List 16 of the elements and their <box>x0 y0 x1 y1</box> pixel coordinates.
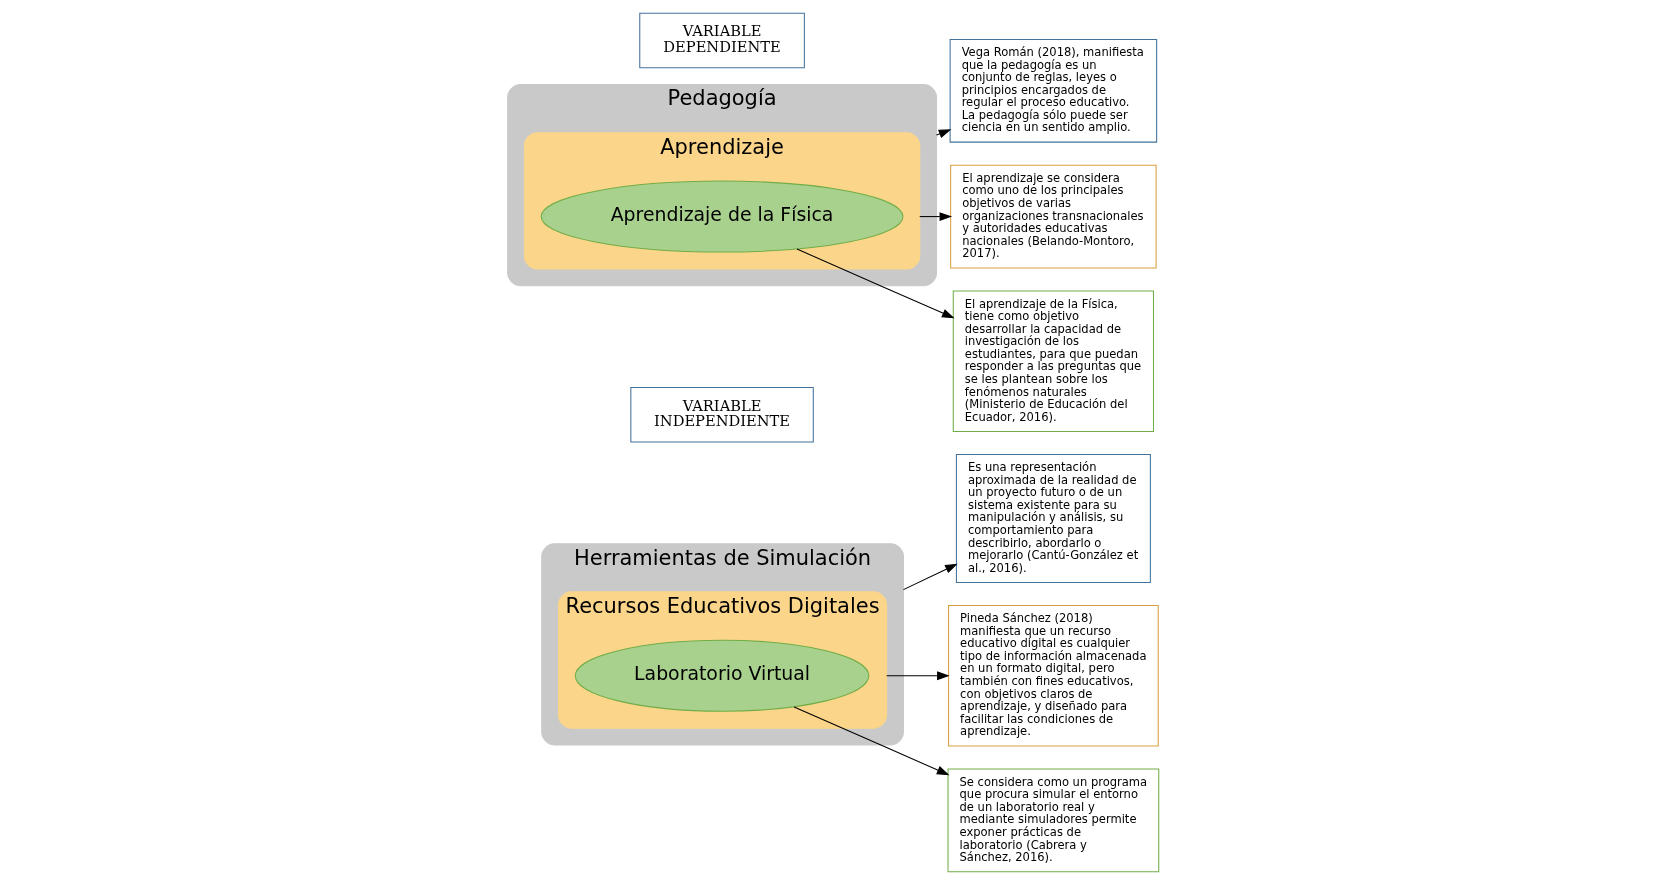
node-box: El aprendizaje de la Física, tiene como objetivo desarrollar la capacidad de investigación de los estudiantes, para que puedan responder a las preguntas que se les plantean sobre los fenómenos naturales (Ministerio de Educación del Ecuador, 2016). <box>952 290 1155 432</box>
arrow <box>796 248 955 318</box>
node-box: Es una representación aproximada de la realidad de un proyecto futuro o de un sistema existente para su manipulación y análisis, su comportamiento para describirlo, abordarlo o mejorarlo (Cantú-González et al., 2016). <box>955 453 1151 583</box>
node-box: El aprendizaje se considera como uno de los principales objetivos de varias organizaciones transnacionales y autoridades educativas nacionales (Belando-Montoro, 2017). <box>950 164 1157 268</box>
node-ellipse: Laboratorio Virtual <box>574 639 870 712</box>
arrow <box>935 128 952 138</box>
node-box: Vega Román (2018), manifiesta que la pedagogía es un conjunto de reglas, leyes o principios encargados de regular el proceso educativo. La pedagogía sólo puede ser ciencia en un sentido amplio. <box>949 38 1158 143</box>
node-ellipse: Aprendizaje de la Física <box>540 180 904 253</box>
node-box: Se considera como un programa que procura simular el entorno de un laboratorio real y mediante simuladores permite exponer prácticas de laboratorio (Cabrera y Sánchez, 2016). <box>947 768 1160 872</box>
arrow <box>919 211 953 221</box>
node-box: Pineda Sánchez (2018) manifiesta que un recurso educativo digital es cualquier tipo de información almacenada en un formato digital, pero también con fines educativos, con objetivos claros de aprendizaje, y diseñado para facilitar las condiciones de aprendizaje. <box>948 604 1159 747</box>
arrow <box>902 563 958 590</box>
node-box: VARIABLE DEPENDIENTE <box>639 12 805 68</box>
arrow <box>793 705 950 775</box>
arrow <box>886 670 950 680</box>
node-box: VARIABLE INDEPENDIENTE <box>630 386 814 442</box>
